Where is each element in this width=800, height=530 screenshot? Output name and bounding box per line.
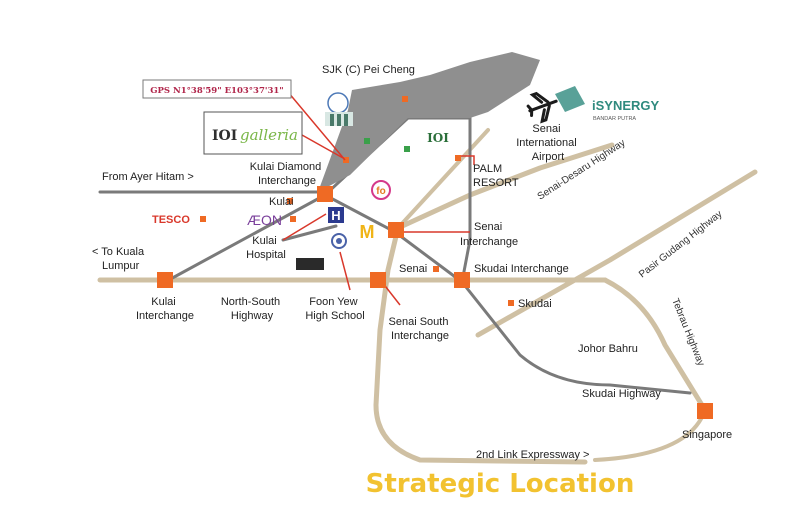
ioi-palm-logo-icon: IOI (414, 126, 462, 148)
senai-marker (433, 266, 439, 272)
kulai-interchange-label: Kulai Interchange (136, 296, 194, 322)
skudai-highway-road (460, 280, 692, 395)
pasir-gudang-highway-road (475, 169, 758, 338)
svg-text:M: M (360, 222, 375, 242)
kulai-diamond-label: Kulai Diamond Interchange (250, 161, 325, 187)
galleria-callout (301, 134, 344, 159)
kulai-hospital-label: Kulai Hospital (246, 235, 286, 261)
second-link-road (593, 408, 707, 462)
isynergy-label: iSYNERGY BANDAR PUTRA (592, 98, 660, 122)
singapore-label: Singapore (682, 429, 732, 441)
ioi-text: IOI (212, 128, 237, 144)
palm-resort-callout (459, 155, 475, 165)
kulai-diamond-node (317, 186, 333, 202)
school-crest-icon (331, 233, 347, 249)
gps-box: GPS N1°38'59" E103°37'31" (142, 79, 292, 99)
senai-interchange-node (388, 222, 404, 238)
senai-airport-label: Senai International Airport (516, 123, 580, 163)
svg-text:fo: fo (376, 186, 385, 197)
foon-yew-label: Foon Yew High School (305, 296, 364, 322)
senai-south-node (370, 272, 386, 288)
johor-bahru-label: Johor Bahru (578, 343, 638, 355)
gps-callout (287, 91, 346, 161)
isynergy-sub: BANDAR PUTRA (593, 116, 636, 122)
site-marker (455, 155, 461, 161)
isynergy-text: iSYNERGY (592, 98, 660, 113)
hospital-link-road (281, 224, 338, 242)
sjk-marker (402, 96, 408, 102)
cinema-sign-icon (296, 258, 324, 270)
from-ayer-hitam-label: From Ayer Hitam > (102, 171, 194, 183)
hospital-callout (282, 213, 327, 241)
ioi-galleria-logo: IOI galleria (203, 111, 303, 155)
palm-resort-label: PALM RESORT (473, 163, 519, 189)
development-site-area (318, 52, 540, 192)
kulai-marker (287, 198, 293, 204)
skudai-interchange-label: Skudai Interchange (474, 263, 569, 275)
aeon-marker (290, 216, 296, 222)
skudai-label: Skudai (518, 298, 552, 310)
gps-text: GPS N1°38'59" E103°37'31" (150, 86, 284, 96)
trunk-road (373, 225, 588, 465)
aeon-label: ÆON (247, 212, 282, 228)
galleria-marker (343, 157, 349, 163)
ioi-palm-marker (404, 146, 410, 152)
north-south-label: North-South Highway (221, 296, 283, 322)
interchanges (157, 186, 713, 419)
strategic-location-title: Strategic Location (366, 469, 635, 499)
tesco-marker (200, 216, 206, 222)
skudai-marker (508, 300, 514, 306)
kulai-label: Kulai (269, 196, 293, 208)
senai-label: Senai (399, 263, 427, 275)
kulai-road (163, 193, 327, 284)
to-kuala-lumpur-label: < To Kuala Lumpur (92, 246, 147, 272)
mall-logo-icon: fo (371, 180, 391, 200)
second-link-label: 2nd Link Expressway > (476, 449, 589, 461)
skudai-highway-label: Skudai Highway (582, 388, 661, 400)
foon-yew-callout (339, 251, 351, 291)
senai-interchange-label: Senai Interchange (460, 221, 518, 248)
singapore-node (697, 403, 713, 419)
senai-skudai-road (393, 230, 464, 284)
senai-south-label: Senai South Interchange (389, 316, 452, 342)
sjk-label: SJK (C) Pei Cheng (322, 64, 415, 76)
senai-desaru-highway-road (395, 142, 615, 231)
hospital-icon: H (328, 207, 344, 223)
svg-text:IOI: IOI (427, 131, 449, 145)
highways (97, 128, 758, 465)
kulai-to-senai-road (323, 193, 397, 234)
skudai-interchange-node (454, 272, 470, 288)
mcdonalds-icon: M (360, 222, 375, 242)
mall-marker (364, 138, 370, 144)
tower-logo-icon (325, 92, 353, 126)
isynergy-logo-icon (555, 86, 585, 112)
airplane-icon (526, 91, 558, 124)
tesco-label: TESCO (152, 214, 190, 226)
galleria-text: galleria (240, 126, 298, 144)
poi-markers (200, 155, 514, 306)
senai-branch-road (396, 128, 490, 230)
svg-text:H: H (331, 208, 340, 223)
tebrau-highway-road (602, 277, 708, 413)
kulai-interchange-node (157, 272, 173, 288)
